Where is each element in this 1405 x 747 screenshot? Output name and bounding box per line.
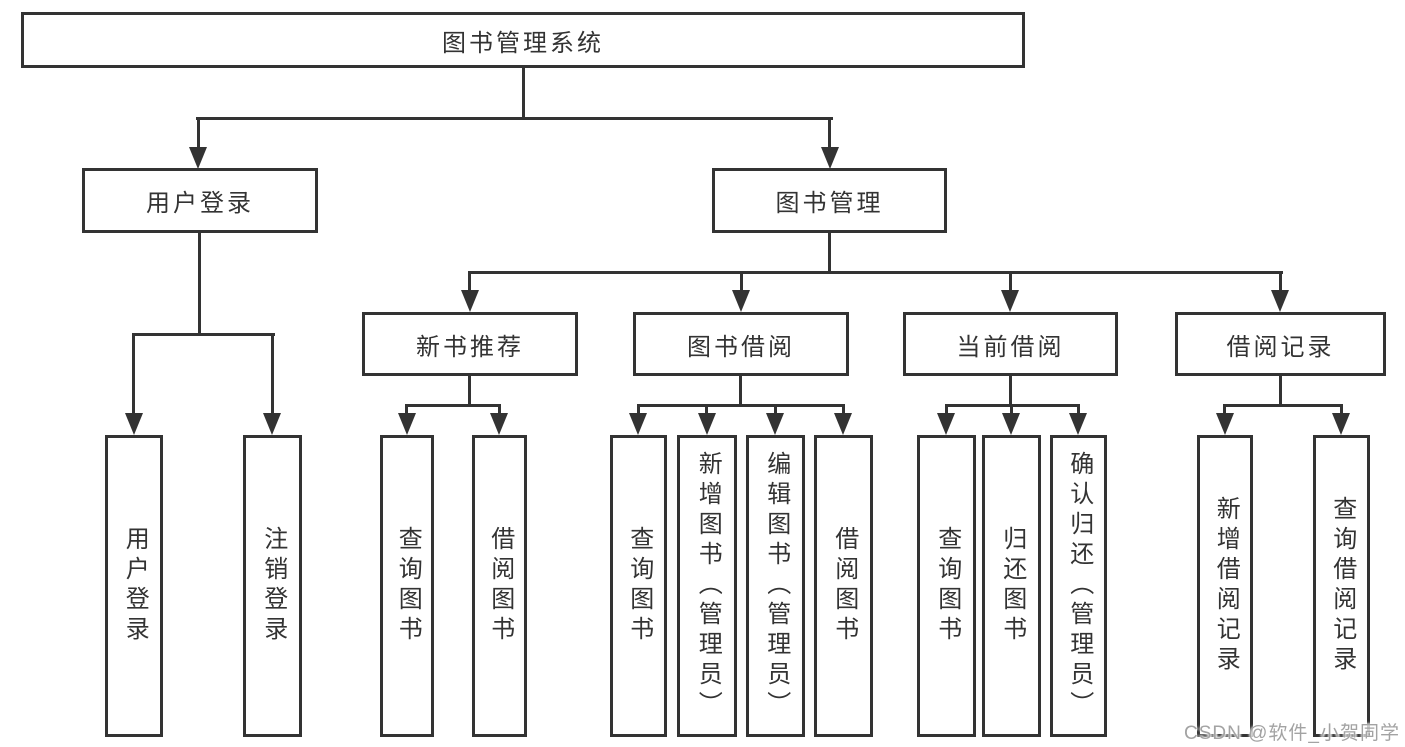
connector-newbook-drop-1	[405, 404, 408, 418]
node-current-borrowing: 当前借阅	[903, 312, 1118, 376]
leaf-query-books-3: 查询图书	[917, 435, 976, 737]
arrow-down-icon	[263, 413, 281, 435]
node-library-system: 图书管理系统	[21, 12, 1025, 68]
arrow-down-icon	[1001, 290, 1019, 312]
leaf-return-books: 归还图书	[982, 435, 1041, 737]
connector-borrowing-drop-3	[774, 404, 777, 418]
arrow-down-icon	[1271, 290, 1289, 312]
node-current-borrowing-label: 当前借阅	[956, 333, 1065, 361]
leaf-user-login: 用户登录	[105, 435, 163, 737]
arrow-down-icon	[834, 413, 852, 435]
arrow-down-icon	[1002, 413, 1020, 435]
arrow-down-icon	[398, 413, 416, 435]
connector-bookmgmt-drop-1	[468, 271, 471, 293]
arrow-down-icon	[629, 413, 647, 435]
connector-borrowing-drop-1	[637, 404, 640, 418]
connector-records-bar	[1223, 404, 1343, 407]
leaf-add-borrow-record-label: 新增借阅记录	[1212, 496, 1240, 676]
leaf-borrow-books-2: 借阅图书	[814, 435, 873, 737]
node-new-book-recommend-label: 新书推荐	[416, 333, 524, 361]
leaf-query-books-2: 查询图书	[610, 435, 667, 737]
connector-bookmgmt-drop-3	[1009, 271, 1012, 293]
arrow-down-icon	[821, 147, 839, 169]
node-borrowing-records: 借阅记录	[1175, 312, 1386, 376]
connector-newbook-drop-2	[498, 404, 501, 418]
node-user-login: 用户登录	[82, 168, 318, 233]
arrow-down-icon	[698, 413, 716, 435]
connector-bookmgmt-drop-4	[1279, 271, 1282, 293]
leaf-confirm-return-admin: 确认归还（管理员）	[1050, 435, 1107, 737]
connector-userlogin-drop-1	[132, 333, 135, 415]
connector-borrowing-drop-4	[842, 404, 845, 418]
arrow-down-icon	[189, 147, 207, 169]
connector-records-stem	[1279, 376, 1282, 407]
connector-records-drop-1	[1223, 404, 1226, 418]
connector-userlogin-bar	[132, 333, 275, 336]
connector-root-bar	[196, 117, 833, 120]
connector-borrowing-stem	[739, 376, 742, 407]
arrow-down-icon	[490, 413, 508, 435]
arrow-down-icon	[1332, 413, 1350, 435]
connector-borrowing-drop-2	[705, 404, 708, 418]
connector-userlogin-stem	[198, 233, 201, 336]
leaf-confirm-return-admin-label: 确认归还（管理员）	[1065, 451, 1093, 721]
leaf-edit-books-admin: 编辑图书（管理员）	[746, 435, 805, 737]
leaf-logout: 注销登录	[243, 435, 302, 737]
leaf-edit-books-admin-label: 编辑图书（管理员）	[762, 451, 790, 721]
leaf-query-borrow-record: 查询借阅记录	[1313, 435, 1370, 737]
connector-root-drop-right	[828, 117, 831, 151]
leaf-borrow-books-label: 借阅图书	[486, 526, 514, 646]
leaf-add-books-admin-label: 新增图书（管理员）	[694, 451, 722, 721]
node-borrowing-records-label: 借阅记录	[1226, 333, 1335, 361]
connector-root-stem	[522, 68, 525, 118]
node-book-borrowing-label: 图书借阅	[687, 333, 795, 361]
connector-userlogin-drop-2	[271, 333, 274, 415]
connector-current-stem	[1009, 376, 1012, 407]
connector-newbook-stem	[468, 376, 471, 407]
arrow-down-icon	[125, 413, 143, 435]
leaf-add-books-admin: 新增图书（管理员）	[677, 435, 737, 737]
csdn-watermark: CSDN @软件_小贺同学	[1184, 723, 1400, 744]
leaf-query-borrow-record-label: 查询借阅记录	[1328, 496, 1356, 676]
leaf-query-books-label: 查询图书	[394, 526, 422, 646]
leaf-query-books-3-label: 查询图书	[933, 526, 961, 646]
arrow-down-icon	[1216, 413, 1234, 435]
leaf-add-borrow-record: 新增借阅记录	[1197, 435, 1253, 737]
connector-borrowing-bar	[637, 404, 845, 407]
arrow-down-icon	[732, 290, 750, 312]
leaf-user-login-label: 用户登录	[121, 526, 149, 646]
leaf-query-books: 查询图书	[380, 435, 434, 737]
arrow-down-icon	[1069, 413, 1087, 435]
arrow-down-icon	[461, 290, 479, 312]
node-book-borrowing: 图书借阅	[633, 312, 849, 376]
arrow-down-icon	[937, 413, 955, 435]
connector-bookmgmt-drop-2	[740, 271, 743, 293]
leaf-logout-label: 注销登录	[259, 526, 287, 646]
leaf-borrow-books: 借阅图书	[472, 435, 527, 737]
connector-records-drop-2	[1340, 404, 1343, 418]
leaf-query-books-2-label: 查询图书	[625, 526, 653, 646]
leaf-return-books-label: 归还图书	[998, 526, 1026, 646]
node-book-management-label: 图书管理	[775, 190, 884, 217]
node-book-management: 图书管理	[712, 168, 947, 233]
node-new-book-recommend: 新书推荐	[362, 312, 578, 376]
connector-current-drop-3	[1077, 404, 1080, 418]
arrow-down-icon	[766, 413, 784, 435]
node-library-system-label: 图书管理系统	[442, 29, 604, 57]
connector-current-drop-2	[1010, 404, 1013, 418]
connector-current-drop-1	[945, 404, 948, 418]
leaf-borrow-books-2-label: 借阅图书	[830, 526, 858, 646]
connector-bookmgmt-bar	[468, 271, 1283, 274]
connector-bookmgmt-stem	[828, 233, 831, 274]
connector-newbook-bar	[405, 404, 501, 407]
node-user-login-label: 用户登录	[146, 190, 254, 217]
connector-root-drop-left	[197, 117, 200, 151]
